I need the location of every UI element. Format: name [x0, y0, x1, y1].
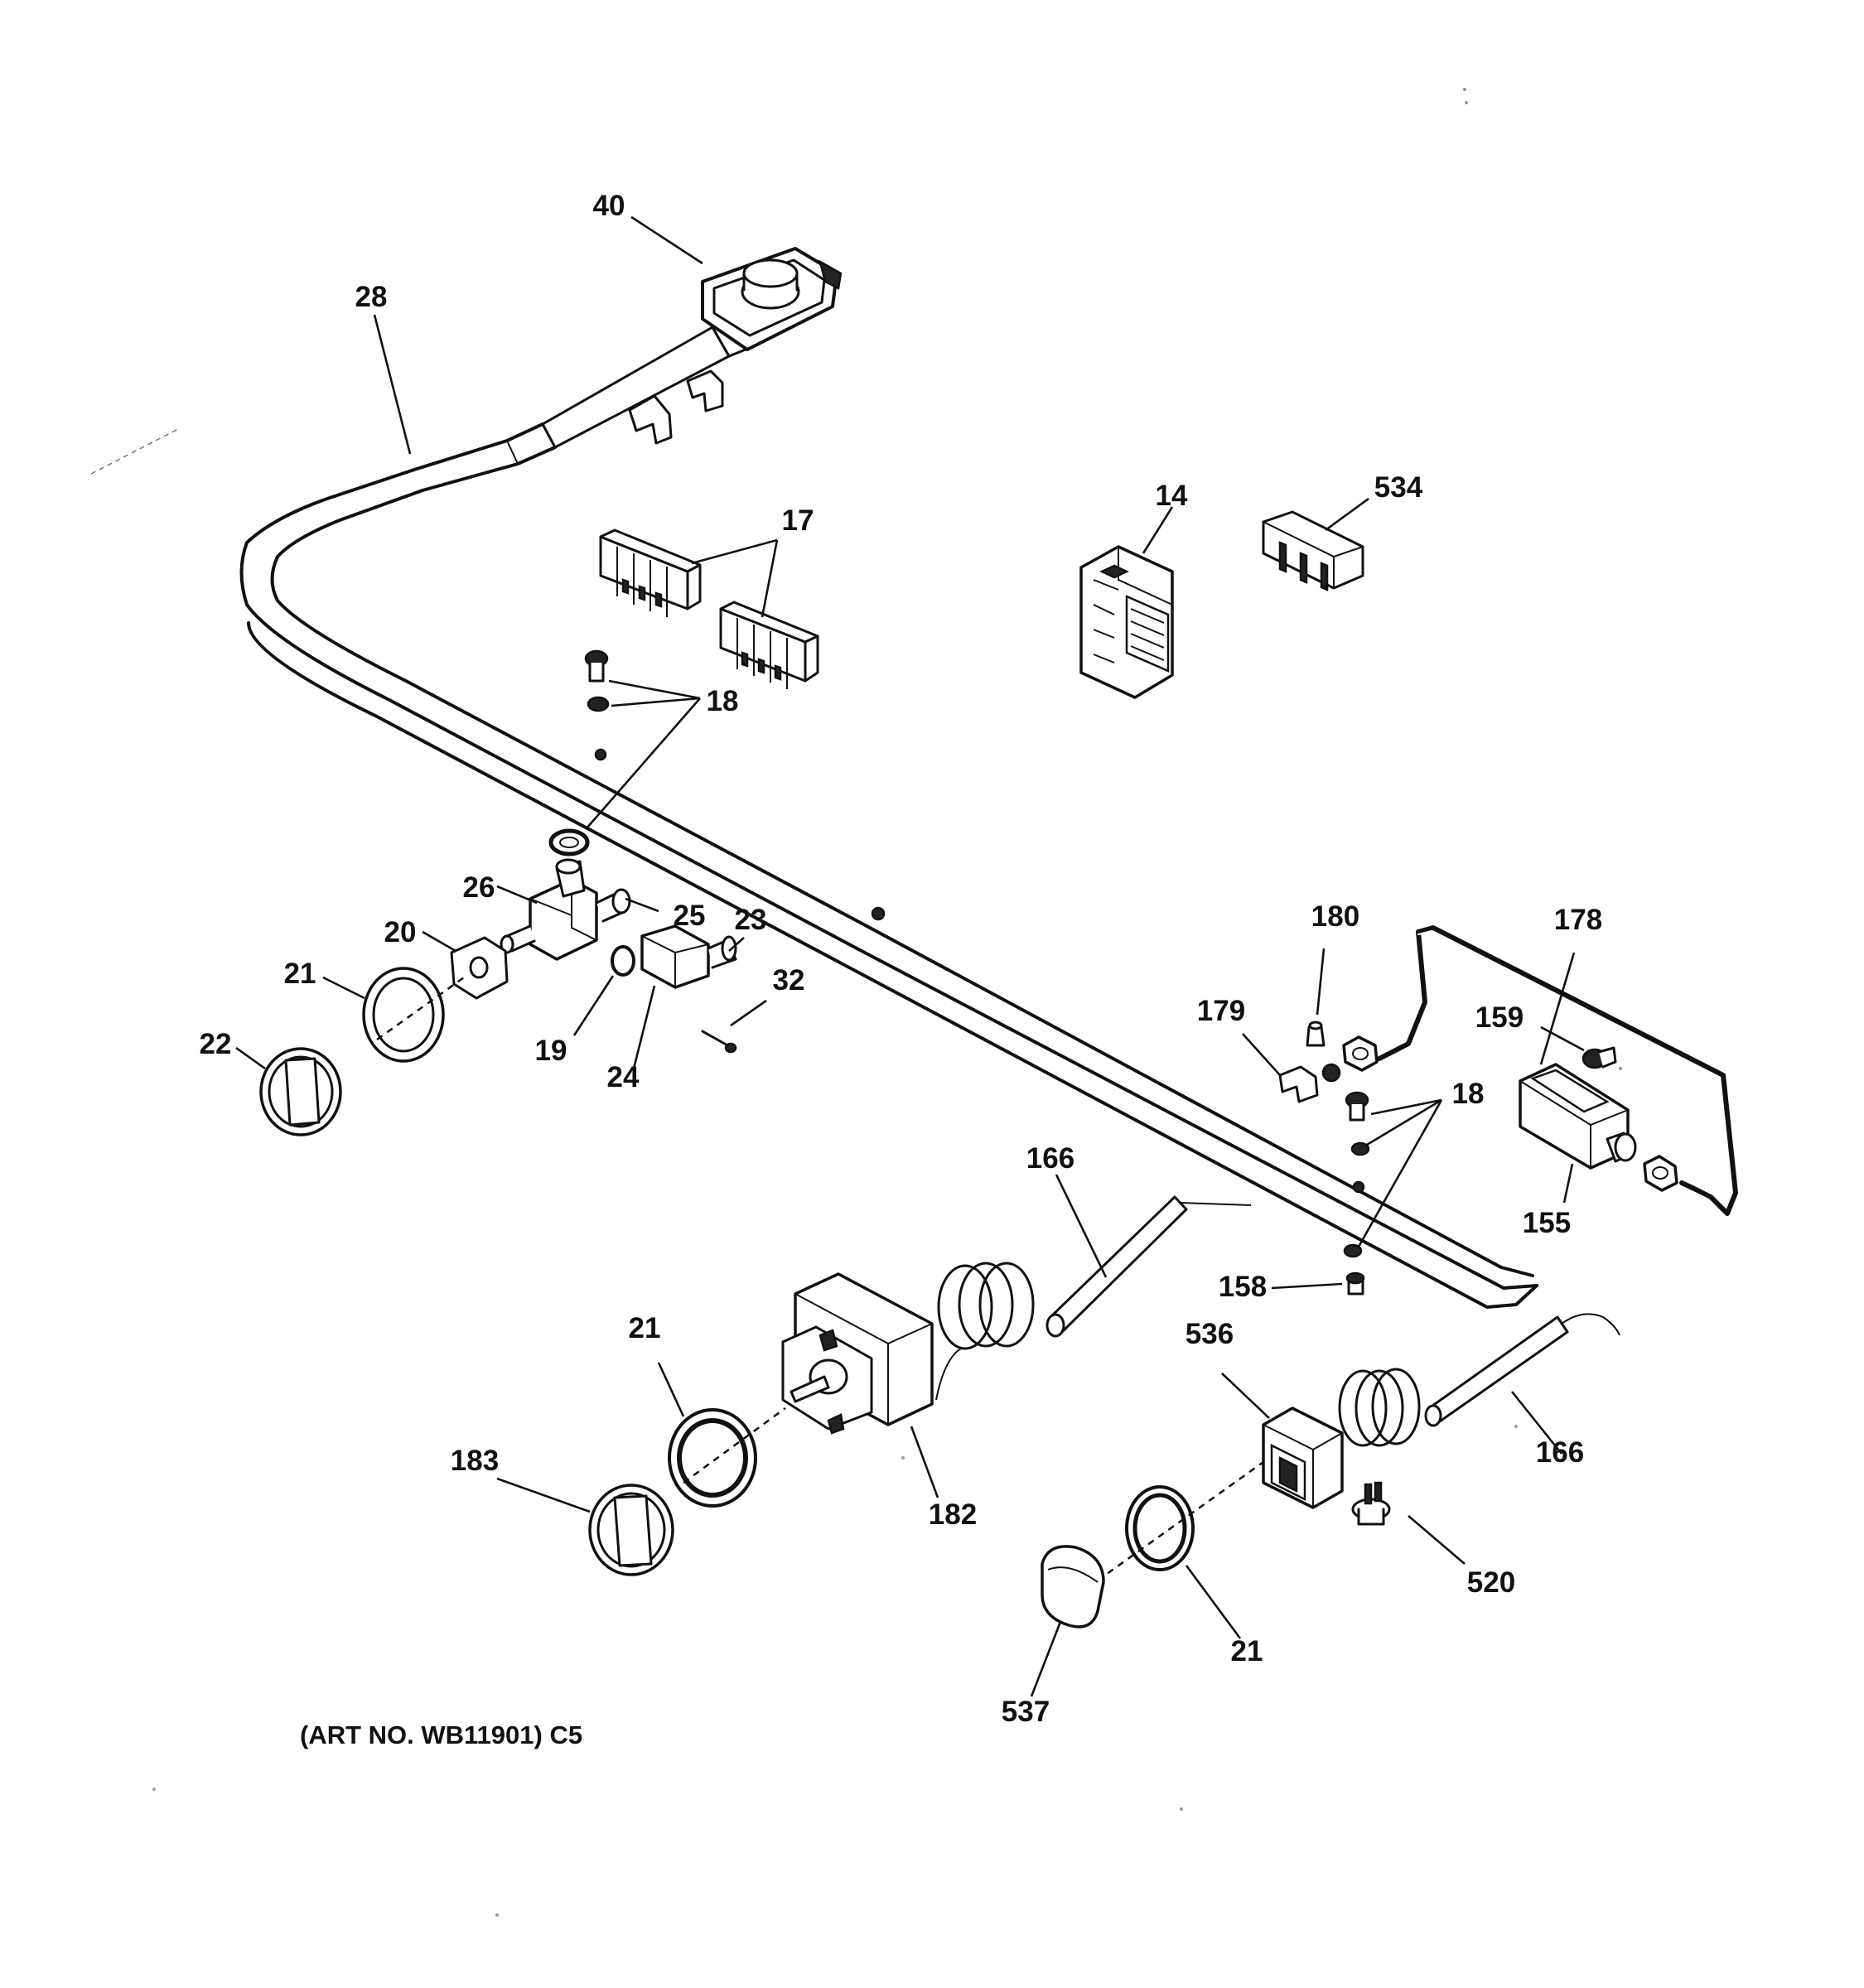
callout-labels: 40 28 17 14 534 18 26 25 23 20 21 32 22 …	[200, 190, 1603, 1728]
gas-valve	[500, 858, 631, 961]
callout-21-left: 21	[284, 958, 316, 990]
callout-18-right: 18	[1452, 1078, 1485, 1110]
terminal-block-b	[719, 601, 819, 689]
flare-nut-lower	[1643, 1155, 1678, 1192]
callout-158: 158	[1219, 1271, 1267, 1303]
terminal-strip	[1262, 510, 1364, 591]
control-knob-right	[1041, 1545, 1105, 1629]
callout-166-lower: 166	[1536, 1436, 1584, 1469]
spark-module	[1079, 545, 1174, 699]
control-knob-middle	[588, 1484, 674, 1576]
callout-179: 179	[1197, 995, 1245, 1027]
leader-lines	[235, 215, 1585, 1697]
callout-32: 32	[773, 964, 805, 996]
callout-17: 17	[782, 504, 814, 537]
callout-21-middle: 21	[629, 1312, 661, 1344]
callout-182: 182	[929, 1498, 977, 1531]
art-number-label: (ART NO. WB11901) C5	[300, 1720, 582, 1749]
callout-28: 28	[355, 281, 388, 313]
screw-washer-set-upper	[548, 649, 610, 856]
callout-25: 25	[674, 900, 706, 932]
scan-specks	[90, 88, 1622, 1917]
knob-bezel-right	[1097, 1460, 1264, 1582]
switch-screw	[701, 1030, 737, 1054]
callout-183: 183	[451, 1445, 499, 1477]
screw-washer-set-right	[1343, 1091, 1370, 1258]
callout-26: 26	[463, 871, 495, 904]
callout-178: 178	[1554, 904, 1602, 936]
bracket-screw	[1582, 1046, 1617, 1069]
callout-22: 22	[200, 1028, 232, 1060]
callout-166-upper: 166	[1026, 1142, 1074, 1175]
bottom-screw	[1345, 1271, 1365, 1296]
callout-24: 24	[607, 1061, 640, 1093]
knob-bezel-left	[362, 967, 465, 1063]
callout-20: 20	[384, 916, 417, 948]
control-knob-left	[259, 1047, 342, 1136]
callout-23: 23	[735, 904, 767, 936]
callout-18-upper: 18	[707, 685, 739, 717]
callout-180: 180	[1311, 900, 1359, 933]
orifice-fitting	[1306, 1021, 1326, 1047]
callout-14: 14	[1156, 480, 1188, 512]
callout-159: 159	[1475, 1001, 1524, 1034]
terminal-block-a	[599, 528, 702, 617]
callout-520: 520	[1467, 1566, 1515, 1599]
oven-thermostat	[781, 1195, 1252, 1435]
callout-40: 40	[593, 190, 625, 222]
lower-switch-pin	[1351, 1481, 1391, 1526]
manifold-pipe	[239, 316, 1538, 1309]
callout-155: 155	[1523, 1207, 1571, 1239]
lower-thermostat	[1262, 1313, 1620, 1509]
burner-head	[701, 247, 843, 351]
elbow-fitting	[1278, 1063, 1341, 1103]
valve-bracket	[450, 936, 509, 1000]
pressure-regulator	[1519, 1063, 1637, 1170]
callout-536: 536	[1186, 1318, 1234, 1350]
callout-21-right: 21	[1231, 1635, 1263, 1667]
callout-19: 19	[535, 1035, 567, 1067]
pilot-tube	[1377, 925, 1738, 1216]
ignition-switch	[640, 924, 737, 989]
callout-534: 534	[1374, 471, 1423, 504]
callout-537: 537	[1002, 1696, 1050, 1728]
knob-bezel-middle	[668, 1407, 786, 1508]
flare-nut-upper	[1342, 1035, 1379, 1072]
o-ring	[611, 945, 635, 977]
